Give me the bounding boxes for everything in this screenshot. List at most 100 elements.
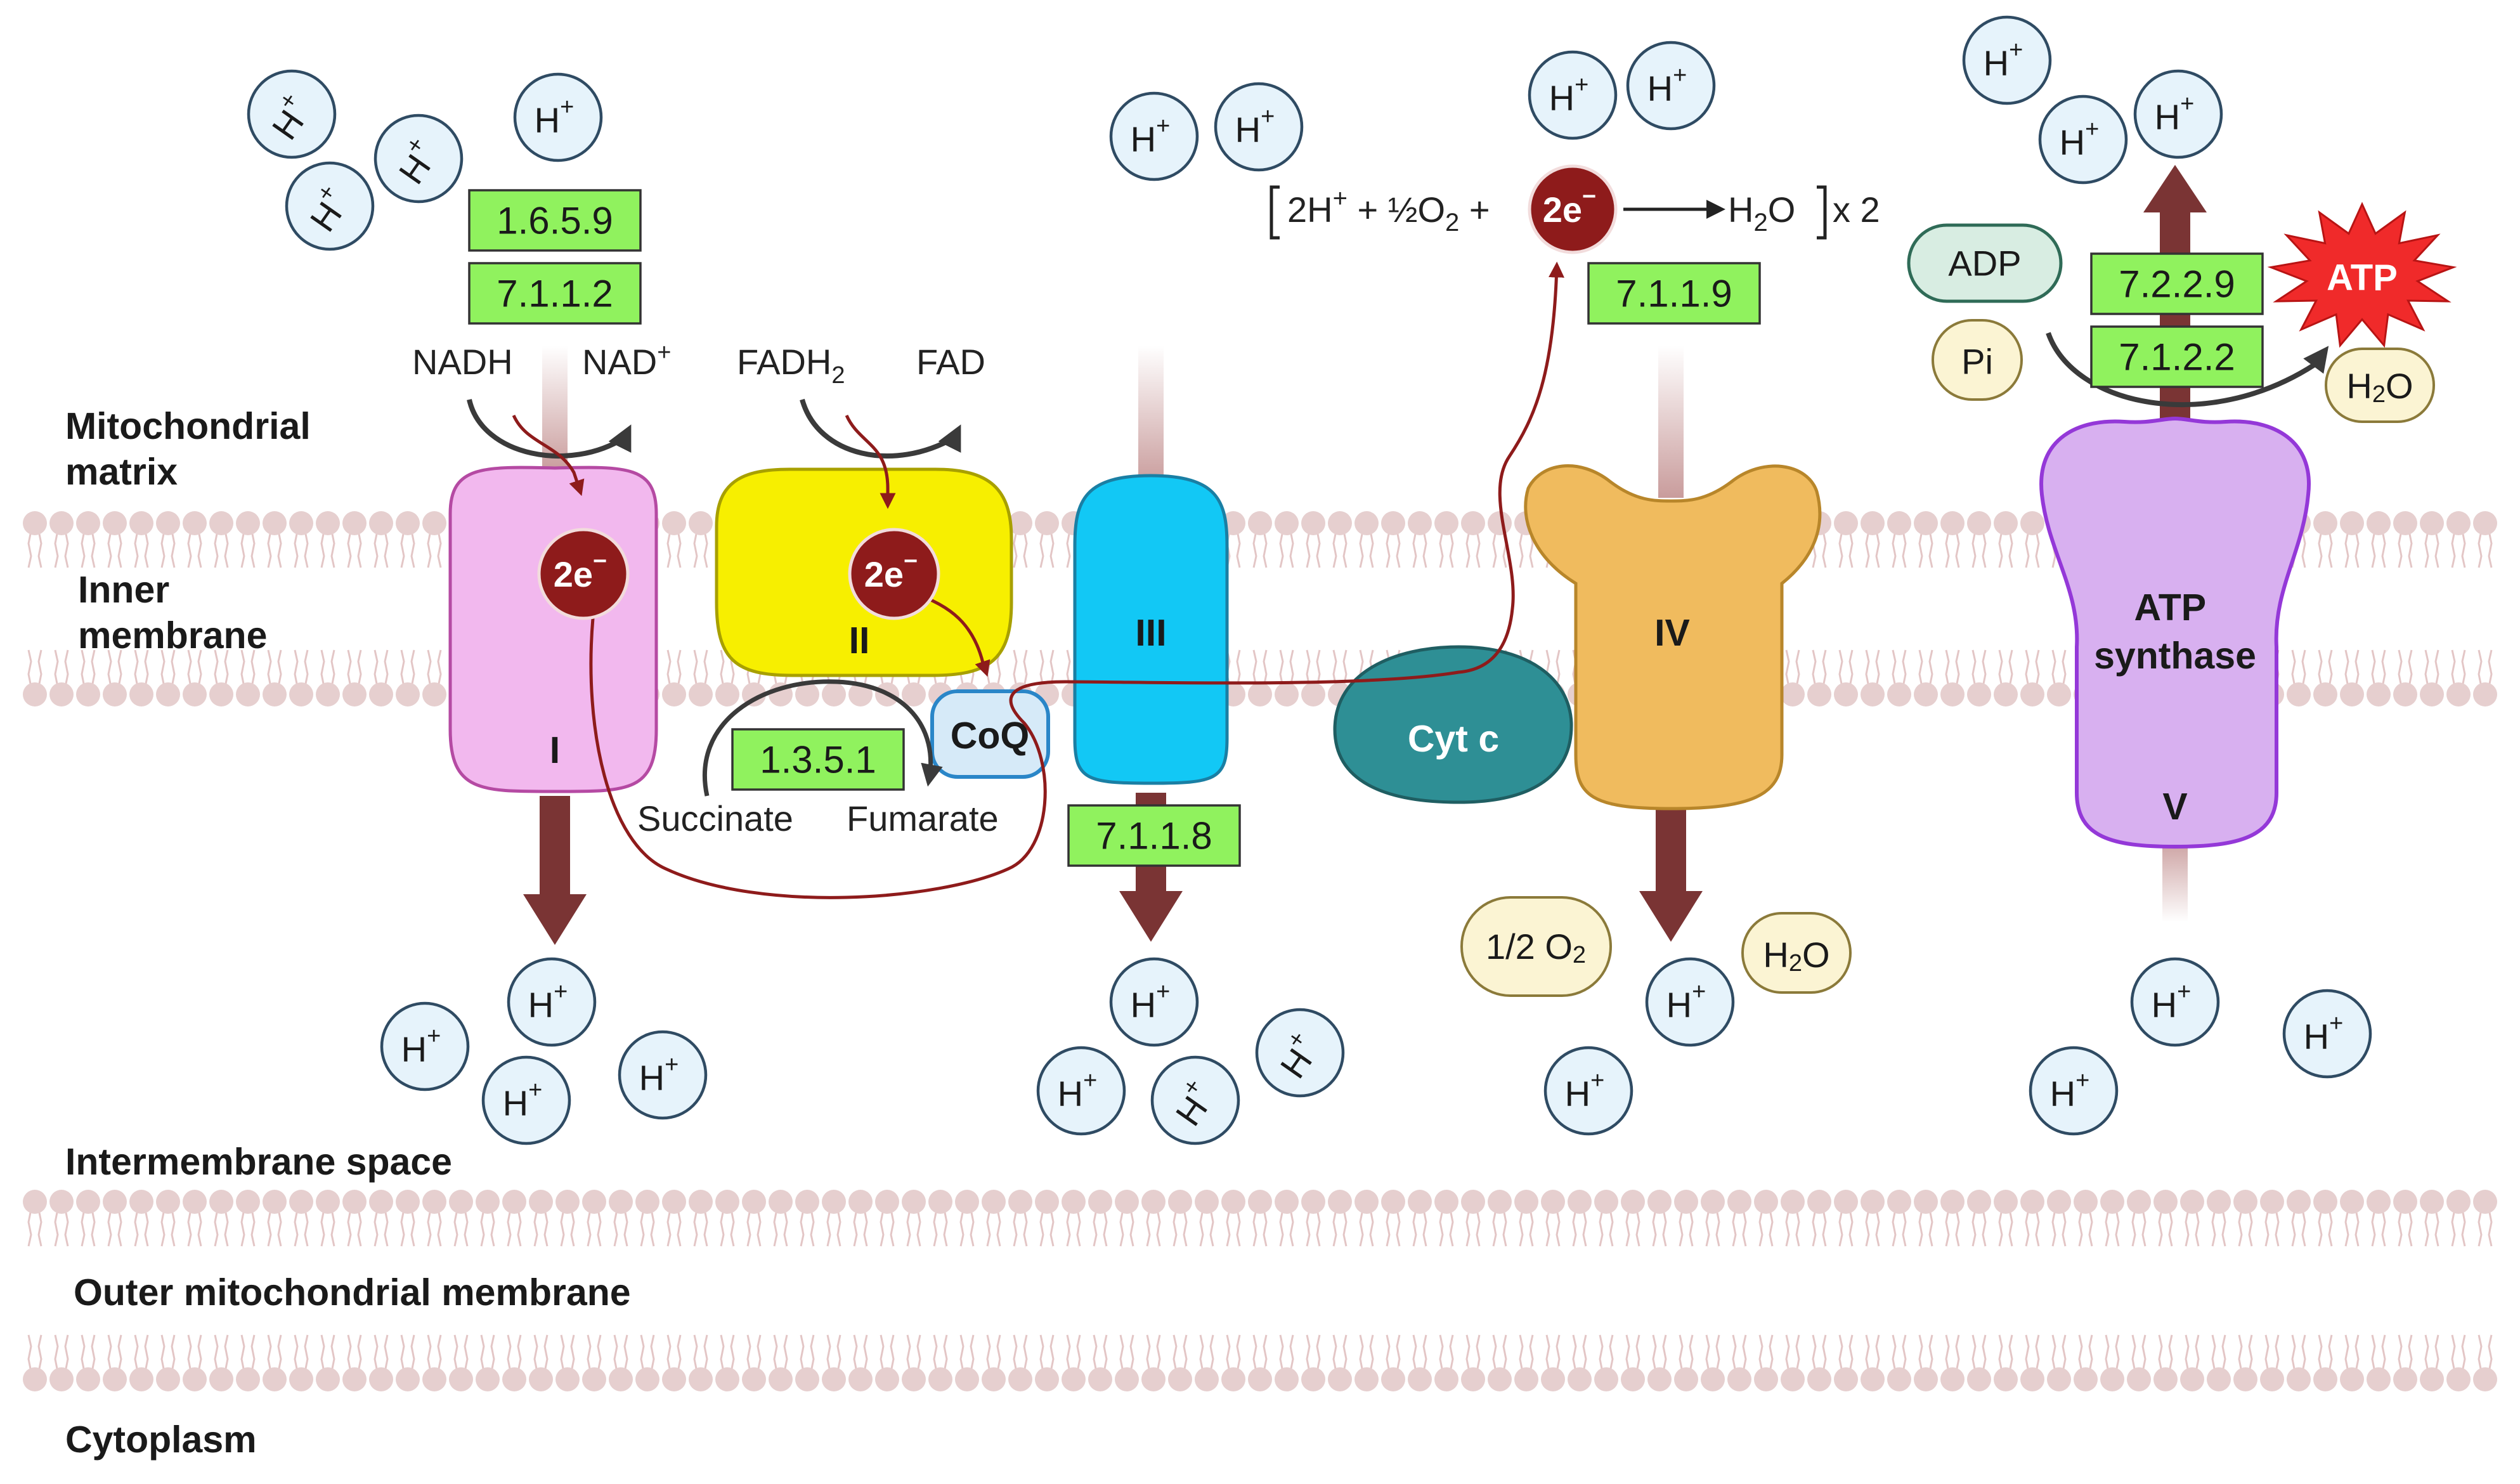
svg-text:H+: H+ [639, 1051, 679, 1098]
lipid-tail [1146, 1334, 1151, 1372]
complex4-proton-channel [1658, 346, 1684, 498]
lipid-tail [826, 1209, 831, 1247]
lipid-tail [64, 1209, 69, 1247]
lipid-head [529, 1367, 553, 1391]
lipid-head [1248, 682, 1272, 706]
lipid-tail [464, 1209, 469, 1247]
fadh2-label: FADH2 [737, 342, 845, 389]
lipid-head [316, 511, 340, 535]
lipid-tail [1556, 649, 1561, 687]
lipid-tail [304, 530, 309, 568]
lipid-head [263, 682, 287, 706]
proton-ion: H+ [481, 1055, 571, 1145]
lipid-head [1834, 511, 1858, 535]
lipid-tail [2275, 1334, 2280, 1372]
lipid-tail [81, 649, 86, 687]
lipid-head [555, 1367, 580, 1391]
lipid-tail [1892, 1334, 1897, 1372]
lipid-head [2074, 1367, 2098, 1391]
lipid-tail [160, 1334, 166, 1372]
lipid-head [1834, 1190, 1858, 1214]
lipid-tail [1865, 1334, 1870, 1372]
lipid-head [742, 1190, 766, 1214]
lipid-tail [2398, 1334, 2403, 1372]
lipid-tail [2328, 1334, 2333, 1372]
proton-ion: H+ [1150, 1055, 1240, 1145]
lipid-tail [863, 1334, 868, 1372]
complex-3[interactable]: III [1073, 474, 1229, 785]
lipid-tail [1902, 530, 1907, 568]
lipid-tail [1076, 1334, 1081, 1372]
lipid-tail [677, 1209, 682, 1247]
lipid-tail [597, 1334, 602, 1372]
ec-label-7.1.1.2: 7.1.1.2 [468, 262, 642, 325]
lipid-tail [2371, 530, 2376, 568]
lipid-head [1088, 1190, 1112, 1214]
lipid-tail [1785, 649, 1790, 687]
lipid-tail [1955, 1209, 1960, 1247]
lipid-head [795, 682, 819, 706]
lipid-tail [2408, 1209, 2413, 1247]
lipid-tail [1332, 1334, 1337, 1372]
lipid-tail [613, 1334, 618, 1372]
lipid-tail [197, 1334, 202, 1372]
lipid-tail [1199, 1209, 1204, 1247]
lipid-tail [2051, 1334, 2056, 1372]
complex-1[interactable]: I [448, 465, 658, 793]
coenzyme-q[interactable]: CoQ [930, 689, 1050, 779]
lipid-tail [1252, 1209, 1257, 1247]
lipid-head [1221, 1367, 1245, 1391]
proton-pump-arrow-4 [1639, 809, 1703, 942]
lipid-tail [357, 530, 362, 568]
lipid-head [2207, 1190, 2231, 1214]
lipid-tail [1013, 649, 1018, 687]
lipid-head [76, 1190, 100, 1214]
lipid-tail [1609, 1334, 1614, 1372]
pi-pill: Pi [1932, 319, 2023, 401]
lipid-tail [2408, 530, 2413, 568]
svg-text:7.1.1.8: 7.1.1.8 [1096, 815, 1212, 857]
lipid-tail [1226, 1334, 1231, 1372]
complex-3-label: III [1135, 612, 1166, 654]
lipid-tail [1545, 1209, 1550, 1247]
lipid-tail [2131, 1209, 2136, 1247]
svg-text:H+: H+ [535, 94, 575, 140]
lipid-head [2446, 1367, 2471, 1391]
complex-4[interactable]: IV [1524, 464, 1822, 810]
lipid-head [2313, 1190, 2337, 1214]
lipid-head [2340, 511, 2364, 535]
lipid-tail [144, 1209, 149, 1247]
lipid-head [1754, 1190, 1778, 1214]
lipid-tail [267, 530, 272, 568]
lipid-tail [1199, 1334, 1204, 1372]
lipid-tail [197, 649, 202, 687]
lipid-head [49, 1190, 74, 1214]
lipid-tail [507, 1334, 512, 1372]
lipid-head [875, 1190, 899, 1214]
lipid-tail [277, 530, 282, 568]
proton-ion: H+ [1626, 41, 1716, 131]
lipid-head [1754, 1367, 1778, 1391]
cytochrome-c[interactable]: Cyt c [1333, 645, 1573, 804]
lipid-tail [1928, 649, 1933, 687]
lipid-tail [1236, 649, 1241, 687]
lipid-head [1647, 1367, 1672, 1391]
lipid-tail [693, 649, 698, 687]
lipid-tail [2478, 649, 2483, 687]
lipid-tail [2248, 1334, 2253, 1372]
atp-synthase[interactable]: ATP synthase V [2039, 416, 2311, 849]
lipid-tail [2424, 649, 2429, 687]
lipid-tail [2301, 649, 2306, 687]
lipid-tail [2088, 1209, 2093, 1247]
lipid-tail [880, 1209, 885, 1247]
lipid-tail [54, 530, 59, 568]
lipid-head [689, 1190, 713, 1214]
lipid-tail [1625, 1334, 1630, 1372]
lipid-tail [783, 1209, 788, 1247]
lipid-tail [1119, 1334, 1124, 1372]
lipid-tail [2371, 649, 2376, 687]
lipid-head [689, 682, 713, 706]
lipid-tail [800, 1209, 805, 1247]
lipid-tail [666, 649, 672, 687]
lipid-tail [1049, 1209, 1055, 1247]
